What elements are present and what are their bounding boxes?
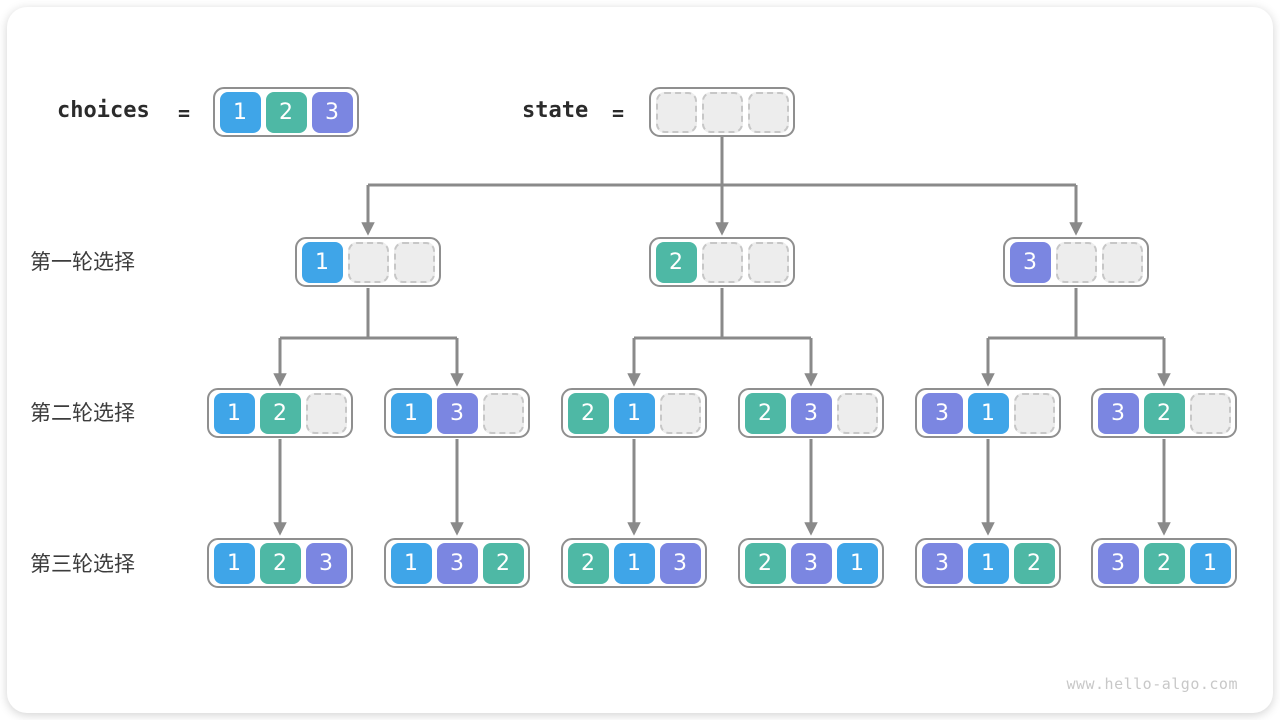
state-cell: 3 [790, 542, 832, 584]
state-cell: 1 [836, 542, 878, 584]
state-cell: 3 [1097, 392, 1139, 434]
state-cell: 1 [613, 392, 655, 434]
state-cell: 1 [213, 392, 255, 434]
state-cell: 1 [1189, 542, 1231, 584]
state-cell: 1 [390, 542, 432, 584]
state-cell: 1 [967, 392, 1009, 434]
state-cell: 3 [311, 91, 353, 133]
state-cell-empty [482, 392, 524, 434]
state-cell: 1 [613, 542, 655, 584]
state-cell: 3 [436, 542, 478, 584]
state-cell: 2 [1013, 542, 1055, 584]
state-cell: 1 [967, 542, 1009, 584]
round-label-1: 第一轮选择 [30, 251, 135, 274]
state-cell-empty [347, 241, 389, 283]
state-cell: 1 [301, 241, 343, 283]
state-cell: 3 [659, 542, 701, 584]
state-node-l1-1: 1 [295, 237, 441, 287]
state-cell: 3 [436, 392, 478, 434]
state-cell: 2 [265, 91, 307, 133]
watermark: www.hello-algo.com [1066, 675, 1238, 693]
state-cell-empty [701, 91, 743, 133]
state-cell: 2 [1143, 542, 1185, 584]
state-cell-empty [393, 241, 435, 283]
state-cell-empty [747, 241, 789, 283]
state-cell: 2 [259, 392, 301, 434]
choices-label: choices [57, 98, 150, 123]
state-node-l1-2: 2 [649, 237, 795, 287]
state-cell-empty [655, 91, 697, 133]
state-cell: 3 [921, 542, 963, 584]
state-cell: 1 [213, 542, 255, 584]
state-equals-sign: = [612, 101, 625, 125]
state-cell-empty [1055, 241, 1097, 283]
state-cell: 3 [921, 392, 963, 434]
state-cell: 3 [1009, 241, 1051, 283]
round-label-2: 第二轮选择 [30, 402, 135, 425]
state-cell: 2 [744, 542, 786, 584]
state-cell: 2 [567, 392, 609, 434]
state-cell: 2 [744, 392, 786, 434]
state-cell: 2 [482, 542, 524, 584]
choices-equals-sign: = [178, 101, 191, 125]
state-cell-empty [659, 392, 701, 434]
state-cell-empty [747, 91, 789, 133]
state-cell: 1 [390, 392, 432, 434]
state-cell: 2 [655, 241, 697, 283]
state-cell: 3 [1097, 542, 1139, 584]
state-label: state [522, 98, 589, 123]
state-cell: 3 [305, 542, 347, 584]
state-cell-empty [1101, 241, 1143, 283]
state-array [649, 87, 795, 137]
state-cell-empty [305, 392, 347, 434]
round-label-3: 第三轮选择 [30, 553, 135, 576]
state-cell: 2 [1143, 392, 1185, 434]
state-cell: 2 [259, 542, 301, 584]
state-cell-empty [1189, 392, 1231, 434]
state-node-l1-3: 3 [1003, 237, 1149, 287]
state-cell-empty [1013, 392, 1055, 434]
state-cell: 3 [790, 392, 832, 434]
state-cell-empty [701, 241, 743, 283]
state-cell: 1 [219, 91, 261, 133]
state-cell-empty [836, 392, 878, 434]
state-cell: 2 [567, 542, 609, 584]
